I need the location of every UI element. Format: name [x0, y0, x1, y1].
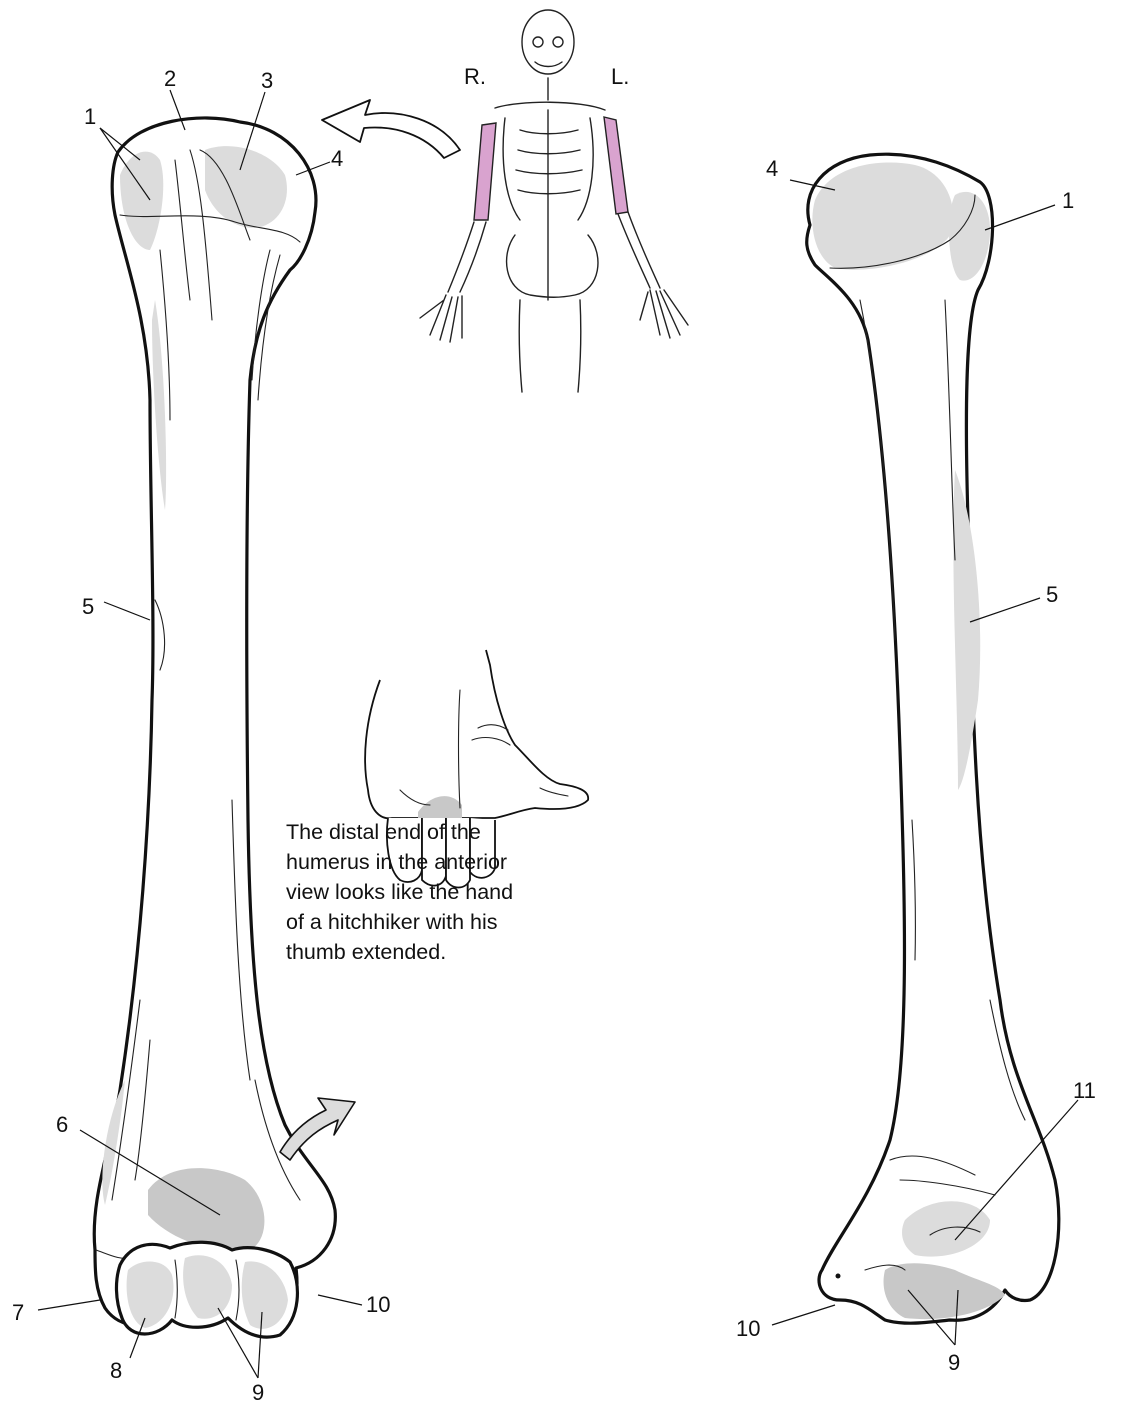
posterior-label-1: 1 [1062, 188, 1074, 213]
posterior-label-10: 10 [736, 1316, 760, 1341]
caption-line: humerus in the anterior [286, 847, 586, 877]
anterior-label-10: 10 [366, 1292, 390, 1317]
caption-line: The distal end of the [286, 817, 586, 847]
anterior-label-8: 8 [110, 1358, 122, 1383]
posterior-label-9: 9 [948, 1350, 960, 1375]
anterior-label-4: 4 [331, 146, 343, 171]
skeleton-inset [420, 10, 688, 392]
anterior-label-7: 7 [12, 1300, 24, 1325]
hitchhiker-caption: The distal end of the humerus in the ant… [286, 817, 586, 967]
anterior-label-3: 3 [261, 68, 273, 93]
caption-line: view looks like the hand [286, 877, 586, 907]
anterior-humerus [94, 118, 335, 1337]
side-label-right: R. [464, 64, 486, 89]
posterior-label-4: 4 [766, 156, 778, 181]
side-label-left: L. [611, 64, 629, 89]
anterior-label-9: 9 [252, 1380, 264, 1404]
caption-line: thumb extended. [286, 937, 586, 967]
caption-line: of a hitchhiker with his [286, 907, 586, 937]
hand-arrow [280, 1098, 355, 1160]
anterior-label-1: 1 [84, 104, 96, 129]
anterior-label-5: 5 [82, 594, 94, 619]
anterior-label-6: 6 [56, 1112, 68, 1137]
posterior-label-11: 11 [1073, 1078, 1096, 1103]
posterior-humerus [807, 154, 1059, 1323]
posterior-label-5: 5 [1046, 582, 1058, 607]
anterior-label-2: 2 [164, 66, 176, 91]
